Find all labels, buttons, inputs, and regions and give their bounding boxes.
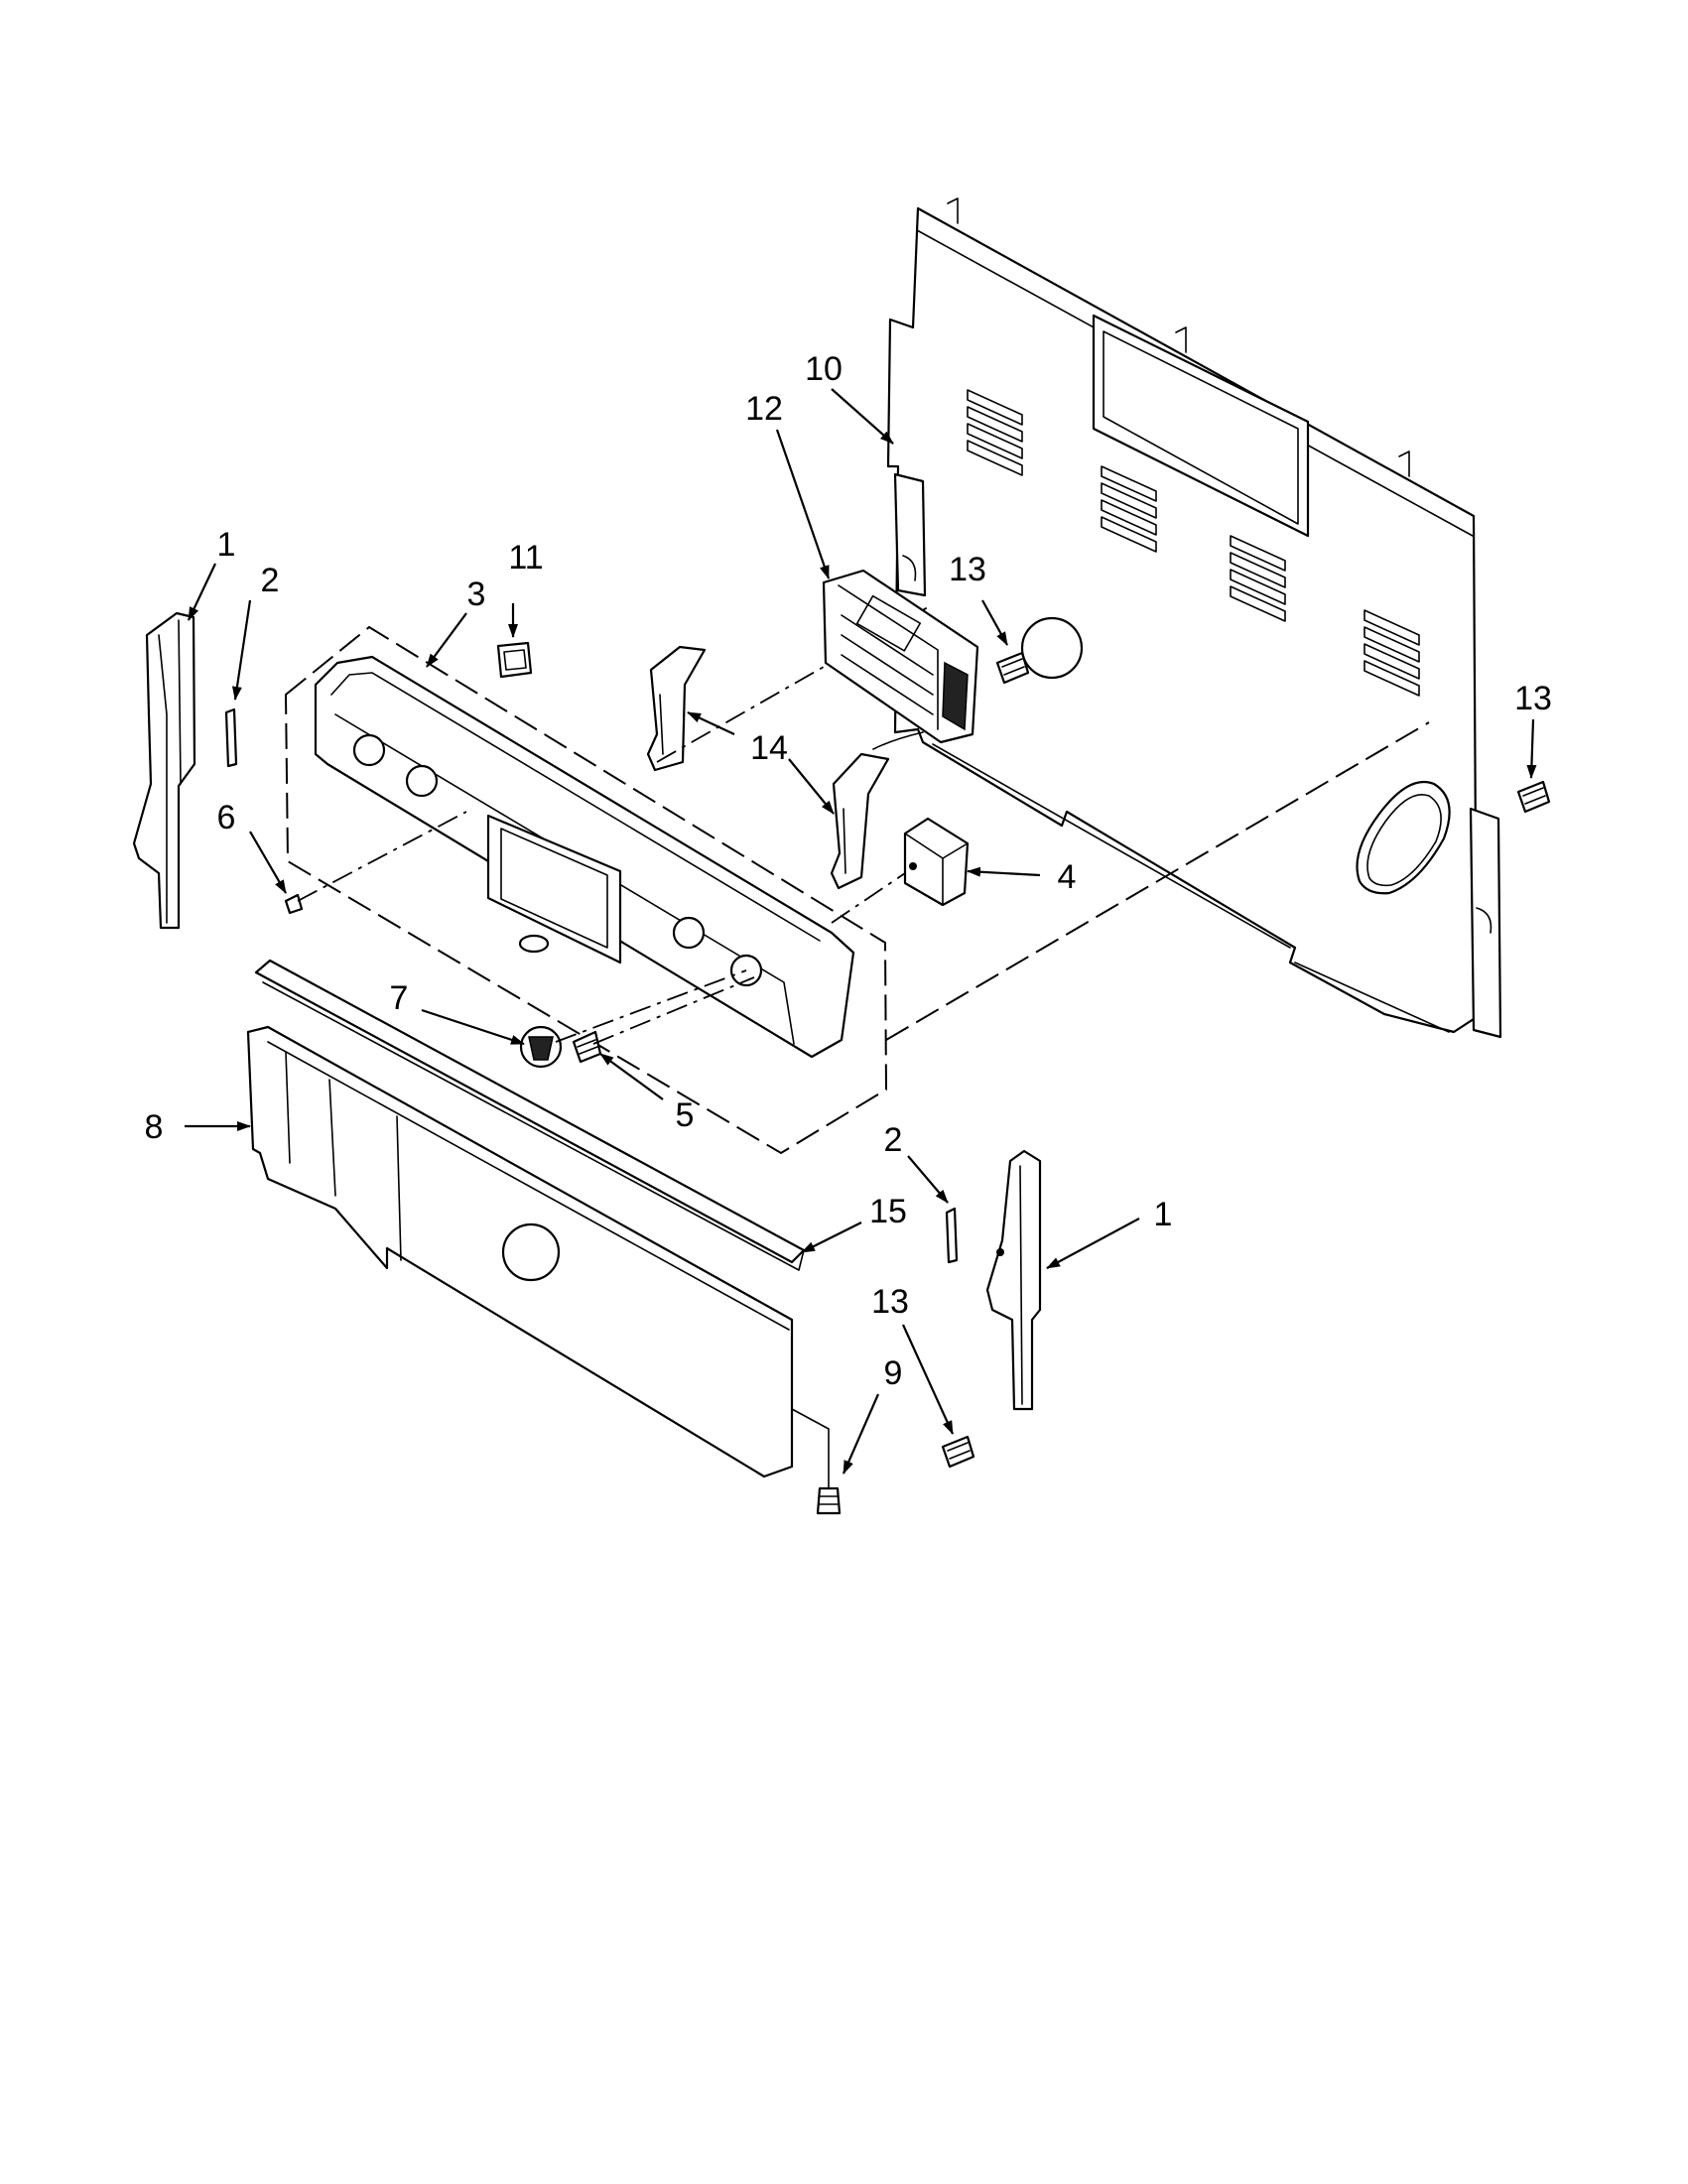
part-13-screw-bottom: [941, 1435, 975, 1469]
alignment-line-9: [791, 1408, 830, 1489]
callout-5: 5: [676, 1096, 695, 1134]
callout-3: 3: [467, 576, 486, 613]
callout-1-right: 1: [1154, 1196, 1173, 1233]
callout-1-left: 1: [217, 526, 236, 564]
part-1-side-bracket-right: [985, 1149, 1042, 1411]
part-5-screw: [572, 1030, 602, 1064]
part-4-switch: [903, 817, 970, 907]
part-2-clip-left: [224, 707, 238, 768]
callout-10: 10: [805, 350, 843, 388]
vent-louvers-center: [1101, 465, 1157, 553]
callout-8: 8: [145, 1108, 164, 1146]
callout-13-top: 13: [949, 551, 986, 588]
callout-15: 15: [869, 1193, 907, 1230]
leader-lines: [185, 388, 1537, 1475]
part-9-screw: [816, 1486, 842, 1515]
callout-13-bottom: 13: [871, 1283, 909, 1321]
callout-11: 11: [508, 539, 543, 577]
vent-louvers-right: [1363, 609, 1420, 697]
callout-13-right: 13: [1514, 680, 1552, 717]
alignment-line-14b: [872, 731, 924, 750]
control-panel-assembly-outline: [284, 625, 888, 1155]
callout-2-left: 2: [261, 562, 280, 599]
callout-12: 12: [745, 390, 783, 428]
rear-panel-10: [886, 197, 1502, 1039]
callout-4: 4: [1058, 858, 1077, 896]
callout-2-right: 2: [884, 1121, 903, 1159]
part-6-screw: [284, 893, 304, 915]
callout-7: 7: [390, 979, 409, 1017]
part-8-lower-panel: [246, 1025, 794, 1478]
alignment-line-14: [656, 606, 929, 763]
callout-6: 6: [217, 799, 236, 836]
vent-louvers-left: [967, 389, 1023, 476]
vent-louvers-mid: [1230, 535, 1286, 622]
part-12-control-board: [822, 569, 979, 744]
part-14-bracket-upper: [646, 645, 707, 772]
part-2-clip-right: [945, 1207, 959, 1264]
part-1-side-bracket-left: [132, 611, 196, 930]
part-13-screw-right: [1516, 780, 1551, 814]
part-14-bracket-lower: [830, 752, 890, 890]
callout-14: 14: [750, 729, 788, 767]
control-console-3: [314, 655, 855, 1059]
part-7-knob: [519, 1025, 563, 1069]
callout-labels: 1 2 3 11 12 10 13 13 14 4 6 7 5 8 2 15 1…: [145, 350, 1552, 1392]
alignment-line-4: [831, 872, 906, 924]
alignment-line-5: [592, 976, 755, 1045]
callout-9: 9: [884, 1354, 903, 1392]
alignment-line-6: [297, 811, 467, 902]
part-13-screw-top: [995, 651, 1030, 685]
assembly-line-to-rear: [885, 721, 1430, 1041]
alignment-line-5-7: [555, 969, 747, 1043]
part-11-clip: [496, 641, 533, 679]
